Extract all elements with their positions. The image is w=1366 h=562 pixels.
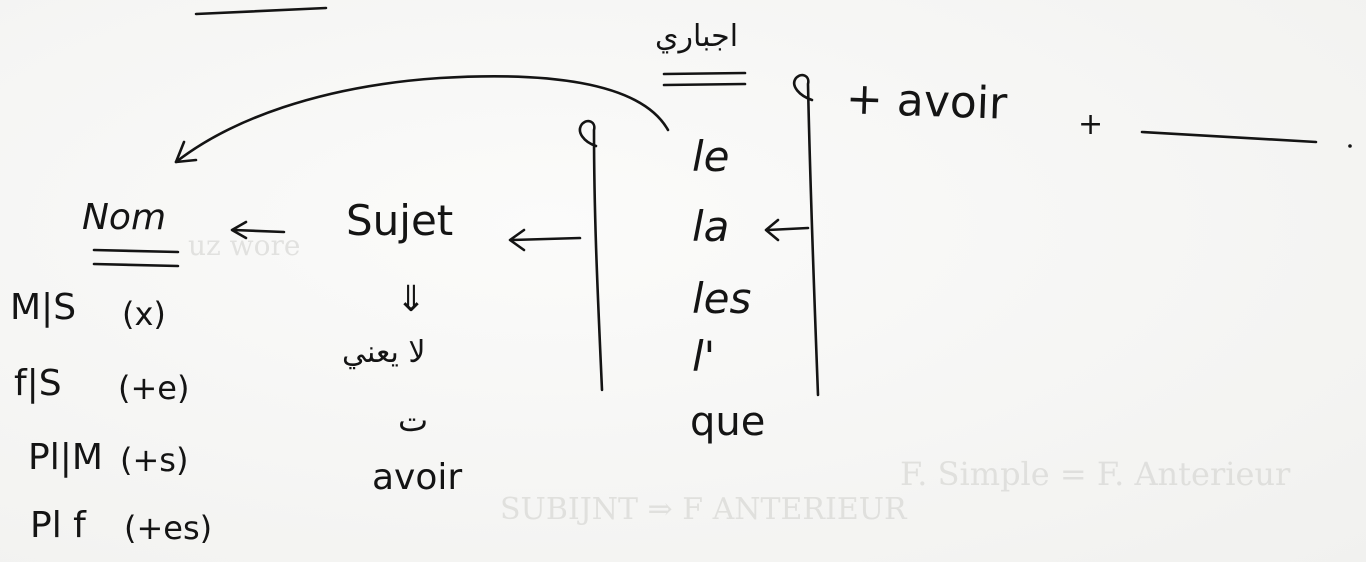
pronoun-la: la <box>692 202 730 251</box>
sujet-title: Sujet <box>346 196 454 245</box>
left-bracket <box>578 119 604 392</box>
pronoun-les: les <box>692 274 752 323</box>
down-arrow: ⇓ <box>396 279 427 320</box>
right-bracket <box>792 73 820 397</box>
plus-sign-text: + <box>1078 107 1104 142</box>
gender-label: M|S <box>10 287 77 328</box>
faint-background-text: F. Simple = F. Anterieur <box>900 455 1291 493</box>
arrow-to-nom <box>232 228 286 234</box>
gender-label: Pl f <box>30 505 86 546</box>
arrow-to-nom <box>230 220 248 240</box>
rule-label: (+s) <box>120 441 189 479</box>
trailing-dot <box>1348 144 1352 148</box>
rule-label: (+e) <box>118 369 190 407</box>
avoir-text: avoir <box>372 457 463 498</box>
nom-underline <box>92 248 180 254</box>
header-underline <box>662 82 747 87</box>
nom-underline <box>92 262 180 268</box>
pronoun-l-apostrophe: l' <box>692 332 716 381</box>
top-right-blank-line <box>1140 130 1318 144</box>
header-underline <box>662 71 747 76</box>
nom-title: Nom <box>82 197 167 238</box>
faint-background-text: SUBIJNT ⇒ F ANTERIEUR <box>500 492 907 527</box>
arrow-to-pronouns <box>766 226 810 232</box>
arrow-to-pronouns <box>764 218 780 242</box>
arc-arrow <box>174 74 670 164</box>
arrow-to-sujet <box>508 228 526 252</box>
pronoun-que: que <box>690 399 766 445</box>
arabic-letter: ت <box>398 401 429 439</box>
arabic-note: لا يعني <box>342 335 426 370</box>
plus-avoir-text: + avoir <box>845 73 1008 130</box>
pronoun-le: le <box>692 132 730 181</box>
arrow-to-sujet <box>510 236 582 242</box>
gender-label: Pl|M <box>28 437 103 478</box>
top-left-underline <box>194 6 328 16</box>
rule-label: (x) <box>122 295 166 333</box>
gender-label: f|S <box>14 363 62 404</box>
header-arabic-label: اجباري <box>655 19 739 54</box>
arc-arrowhead <box>174 140 198 164</box>
rule-label: (+es) <box>124 509 213 547</box>
